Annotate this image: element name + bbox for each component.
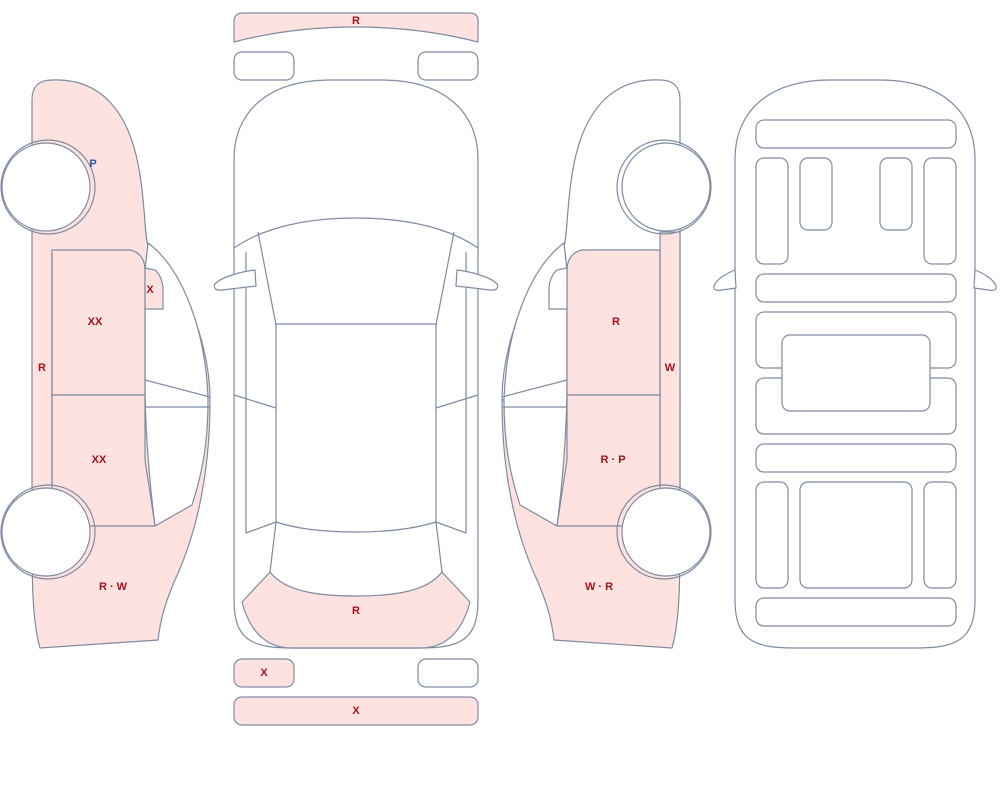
left-front-door-label: XX — [88, 316, 103, 328]
car-body-top[interactable] — [233, 79, 479, 649]
underside-crossmember-2[interactable] — [755, 443, 957, 473]
rear-bumper-label: R — [352, 605, 360, 617]
right-window-strip — [435, 252, 467, 534]
rear-left-small-panel[interactable] — [233, 658, 295, 688]
right-rocker-panel[interactable] — [659, 231, 681, 529]
right-front-door[interactable] — [566, 249, 661, 396]
left-front-wheel-arch — [0, 139, 96, 235]
left-front-wheel[interactable] — [1, 142, 91, 232]
right-side-view: R W R · P W · R — [501, 79, 712, 649]
right-front-door-label: R — [612, 316, 620, 328]
underside-right-mirror[interactable] — [973, 269, 997, 291]
right-front-wheel-arch — [616, 139, 712, 235]
left-rear-wheel[interactable] — [1, 487, 91, 577]
rear-bottom-bar[interactable] — [233, 696, 479, 726]
top-view: R R X X — [213, 12, 499, 726]
right-front-wheel[interactable] — [621, 142, 711, 232]
underside-crossmember-1[interactable] — [755, 273, 957, 303]
left-side-view: P X XX R XX R · W — [0, 79, 211, 649]
underside-left-mirror[interactable] — [713, 269, 737, 291]
right-mirror[interactable] — [455, 269, 499, 291]
right-rear-wheel-arch — [616, 484, 712, 580]
underside-right-inner-slot[interactable] — [879, 157, 913, 231]
right-rear-wheel[interactable] — [621, 487, 711, 577]
rear-left-small-label: X — [260, 667, 268, 679]
left-door-line — [233, 394, 277, 409]
left-pillar-line-a — [144, 379, 211, 398]
left-rear-wheel-arch — [0, 484, 96, 580]
windshield-outline — [233, 217, 479, 249]
left-quarter-label: R · W — [99, 581, 128, 593]
underside-rear-floor[interactable] — [799, 481, 913, 589]
left-rear-door[interactable] — [51, 394, 156, 527]
underside-center-tunnel[interactable] — [781, 334, 931, 412]
right-pillar-line-a — [501, 379, 568, 398]
rear-right-small-panel[interactable] — [417, 658, 479, 688]
underside-left-front-rail[interactable] — [755, 157, 789, 265]
right-small-panel[interactable] — [548, 267, 568, 310]
left-front-door[interactable] — [51, 249, 146, 396]
front-right-mirror-cap[interactable] — [417, 51, 479, 81]
underside-right-rear-rail[interactable] — [923, 481, 957, 589]
left-window-area[interactable] — [144, 241, 209, 527]
left-small-panel-label: X — [146, 284, 154, 296]
right-window-area[interactable] — [503, 241, 568, 527]
left-rear-door-label: XX — [92, 454, 107, 466]
underside-rear-bar[interactable] — [755, 597, 957, 627]
roof-outline — [275, 323, 437, 533]
rear-bumper-panel[interactable] — [241, 571, 471, 649]
right-rear-door-label: R · P — [600, 454, 625, 466]
underside-left-inner-slot[interactable] — [799, 157, 833, 231]
right-rear-door[interactable] — [556, 394, 661, 527]
underside-front-bar[interactable] — [755, 119, 957, 149]
left-a-pillar — [257, 231, 277, 326]
left-fender-label: P — [89, 158, 96, 170]
right-c-pillar — [435, 521, 443, 573]
rear-bottom-bar-label: X — [352, 705, 360, 717]
roof-front-panel[interactable] — [233, 12, 479, 43]
left-mirror[interactable] — [213, 269, 257, 291]
right-door-line — [435, 394, 479, 409]
left-small-panel[interactable] — [144, 267, 164, 310]
underside-view — [713, 79, 997, 649]
front-left-mirror-cap[interactable] — [233, 51, 295, 81]
underside-right-front-rail[interactable] — [923, 157, 957, 265]
right-rocker-label: W — [665, 362, 676, 374]
roof-front-label: R — [352, 15, 360, 27]
underside-left-rear-rail[interactable] — [755, 481, 789, 589]
left-window-strip — [245, 252, 277, 534]
right-a-pillar — [435, 231, 455, 326]
right-quarter-label: W · R — [585, 581, 613, 593]
left-rocker-label: R — [38, 362, 46, 374]
left-c-pillar — [269, 521, 277, 573]
